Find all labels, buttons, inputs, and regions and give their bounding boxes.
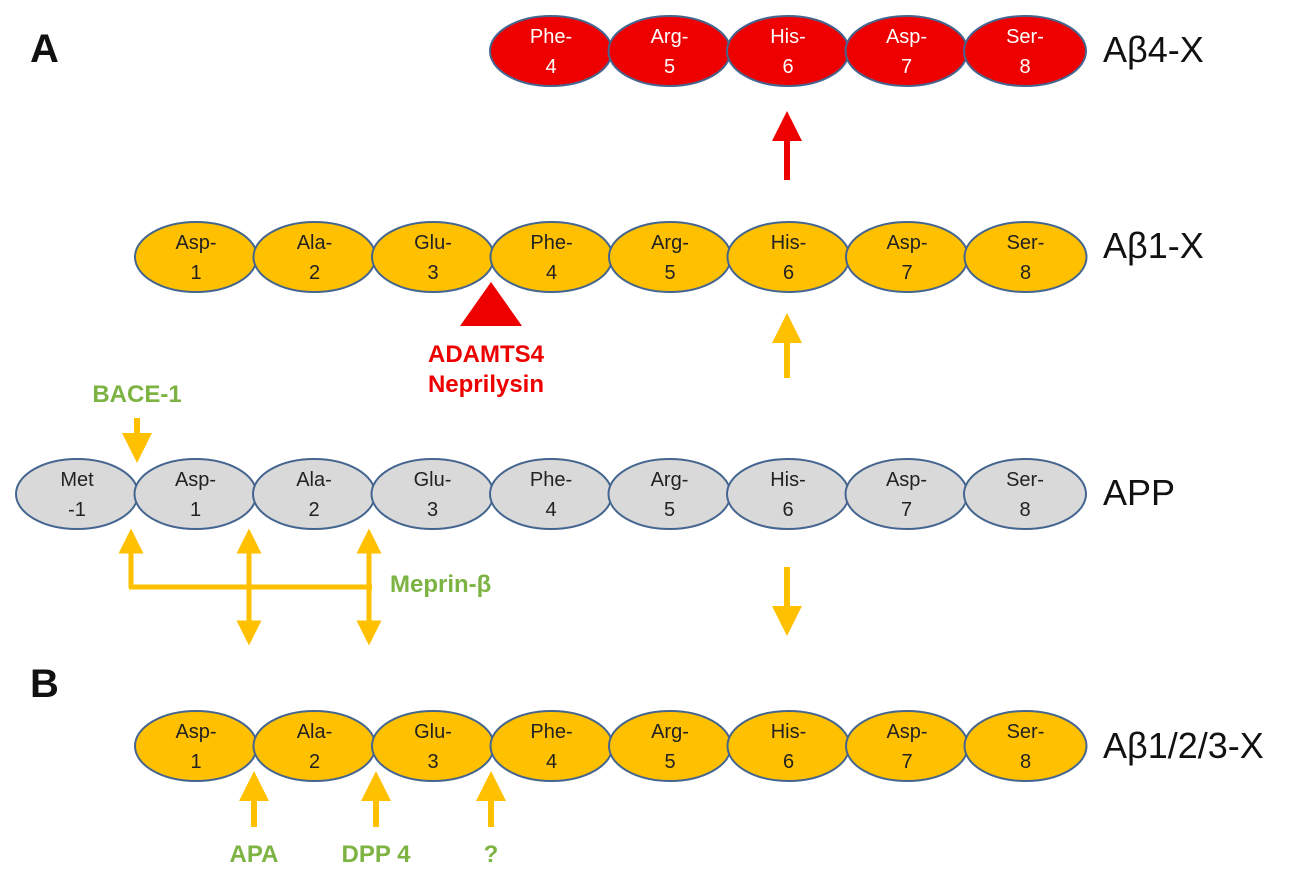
residue-name: His- — [771, 721, 807, 743]
panel-label-b: B — [30, 662, 59, 706]
residue-number: 6 — [783, 262, 794, 284]
row-label-abeta4-x: Aβ4-X — [1103, 29, 1204, 70]
row-label-abeta1-x: Aβ1-X — [1103, 225, 1204, 266]
panel-label-a: A — [30, 27, 59, 71]
residue-number: 1 — [190, 262, 201, 284]
cleavage-triangle — [460, 282, 522, 326]
enzyme-bace1: BACE-1 — [92, 381, 181, 408]
enzyme-meprin-beta: Meprin-β — [390, 571, 491, 598]
row-abeta123-x: Asp- 1 Ala- 2 Glu- 3 Phe- 4 Arg- 5 His- 6 Asp- 7 Ser- 8 — [134, 710, 1088, 782]
residue-name: Ser- — [1007, 232, 1045, 254]
residue-name: Ser- — [1007, 721, 1045, 743]
residue-oval — [963, 458, 1087, 530]
residue-number: 1 — [190, 499, 201, 521]
residue-name: Glu- — [414, 232, 452, 254]
residue-name: Arg- — [651, 469, 689, 491]
residue-number: 4 — [546, 751, 557, 773]
residue-number: 6 — [782, 56, 793, 78]
row-app: Met -1 Asp- 1 Ala- 2 Glu- 3 Phe- 4 Arg- 5 His- 6 Asp- 7… — [15, 458, 1087, 530]
residue-name: Asp- — [886, 721, 927, 743]
residue-number: 8 — [1019, 499, 1030, 521]
residue-number: 7 — [901, 499, 912, 521]
residue-number: 7 — [901, 262, 912, 284]
residue-name: Ser- — [1006, 26, 1044, 48]
residue-number: 4 — [545, 499, 556, 521]
residue-name: Met — [60, 469, 94, 491]
enzyme-adamts4: ADAMTS4 — [428, 341, 545, 368]
row-abeta4-x: Phe- 4 Arg- 5 His- 6 Asp- 7 Ser- 8 — [489, 15, 1087, 87]
row-label-app: APP — [1103, 472, 1175, 513]
enzyme-dpp4: DPP 4 — [342, 841, 412, 868]
residue-number: 3 — [427, 499, 438, 521]
residue-number: 7 — [901, 56, 912, 78]
residue-oval — [963, 710, 1088, 782]
residue-number: 5 — [664, 499, 675, 521]
row-label-abeta123-x: Aβ1/2/3-X — [1103, 725, 1264, 766]
residue-number: 1 — [190, 751, 201, 773]
residue-name: Phe- — [530, 469, 572, 491]
residue-name: Ala- — [296, 469, 332, 491]
residue-name: Asp- — [886, 232, 927, 254]
residue-name: Glu- — [414, 469, 452, 491]
row-abeta1-x: Asp- 1 Ala- 2 Glu- 3 Phe- 4 Arg- 5 His- 6 Asp- 7 Ser- 8 — [134, 221, 1088, 293]
residue-name: His- — [771, 232, 807, 254]
residue-number: 2 — [309, 262, 320, 284]
residue-name: Phe- — [530, 26, 572, 48]
residue-name: Asp- — [175, 469, 216, 491]
residue-number: 6 — [782, 499, 793, 521]
residue-number: 5 — [664, 56, 675, 78]
enzyme-unknown: ? — [484, 841, 499, 868]
residue-name: Glu- — [414, 721, 452, 743]
residue-number: 6 — [783, 751, 794, 773]
residue-name: Asp- — [175, 232, 216, 254]
residue-number: -1 — [68, 499, 86, 521]
residue-name: His- — [770, 469, 806, 491]
residue-name: Ala- — [297, 721, 333, 743]
enzyme-neprilysin: Neprilysin — [428, 371, 544, 398]
residue-number: 8 — [1020, 262, 1031, 284]
residue-number: 5 — [664, 751, 675, 773]
residue-number: 2 — [309, 751, 320, 773]
enzyme-apa: APA — [230, 841, 279, 868]
residue-name: Asp- — [886, 26, 927, 48]
residue-name: Arg- — [651, 232, 689, 254]
residue-oval — [963, 15, 1087, 87]
residue-number: 5 — [664, 262, 675, 284]
residue-name: Arg- — [651, 721, 689, 743]
residue-name: Arg- — [651, 26, 689, 48]
residue-name: Asp- — [886, 469, 927, 491]
residue-number: 3 — [427, 262, 438, 284]
residue-number: 8 — [1019, 56, 1030, 78]
residue-number: 3 — [427, 751, 438, 773]
residue-number: 8 — [1020, 751, 1031, 773]
residue-number: 4 — [546, 262, 557, 284]
residue-name: Phe- — [530, 721, 572, 743]
residue-name: Ser- — [1006, 469, 1044, 491]
residue-number: 2 — [308, 499, 319, 521]
residue-name: Asp- — [175, 721, 216, 743]
residue-number: 4 — [545, 56, 556, 78]
residue-oval — [963, 221, 1088, 293]
residue-number: 7 — [901, 751, 912, 773]
residue-name: Ala- — [297, 232, 333, 254]
residue-name: His- — [770, 26, 806, 48]
residue-name: Phe- — [530, 232, 572, 254]
